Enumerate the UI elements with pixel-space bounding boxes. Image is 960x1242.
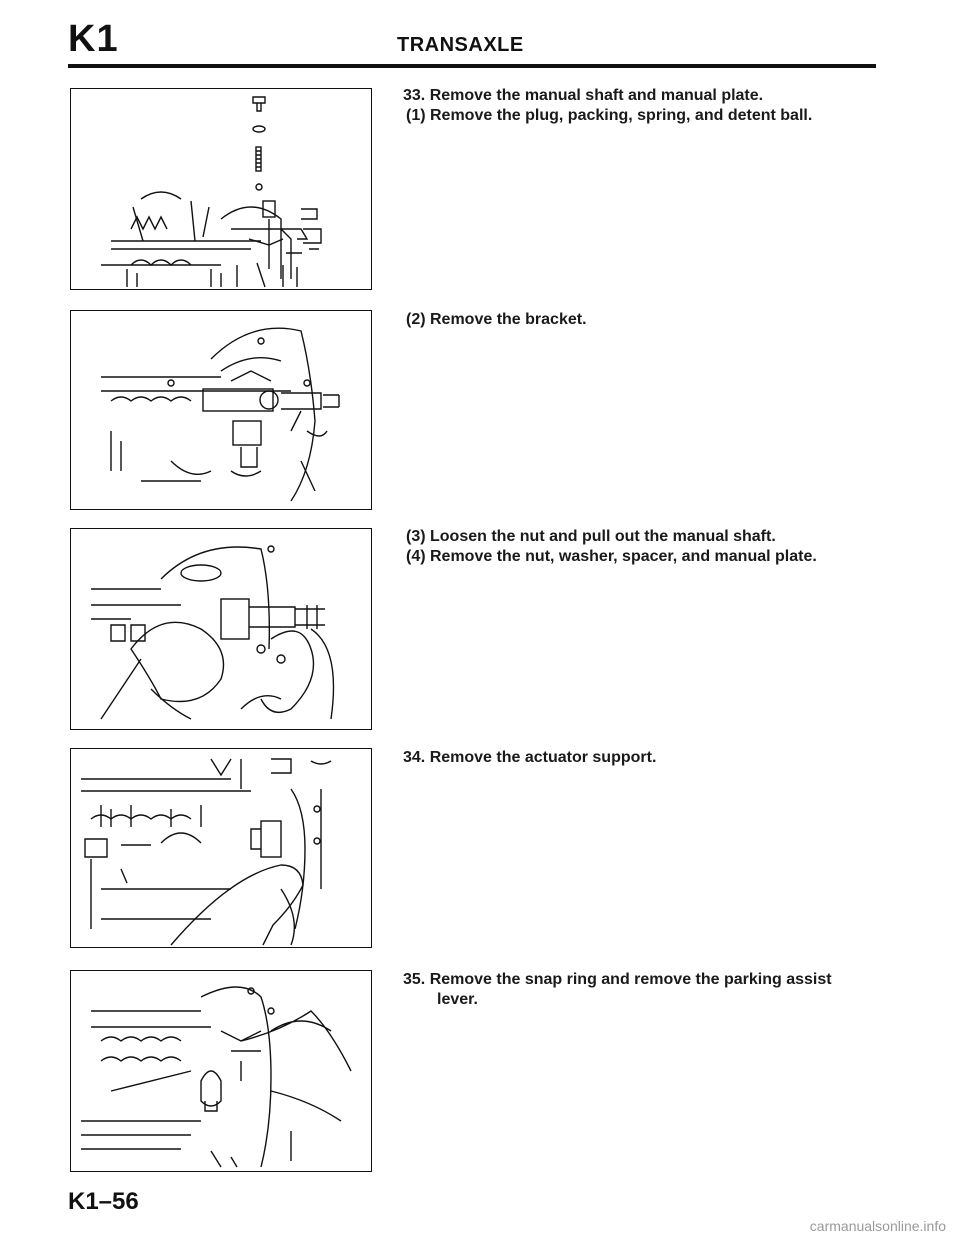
header-rule	[68, 64, 876, 68]
page-title: TRANSAXLE	[397, 34, 524, 56]
figure-remove-bracket	[70, 310, 372, 510]
step-34-line-1: 34. Remove the actuator support.	[403, 749, 657, 766]
step-35: 35. Remove the snap ring and remove the …	[403, 970, 832, 1010]
step-33-line-1: 33. Remove the manual shaft and manual p…	[403, 87, 764, 104]
step-35-line-1: 35. Remove the snap ring and remove the …	[403, 971, 832, 988]
step-33-2: (2) Remove the bracket.	[406, 310, 587, 330]
figure-actuator-support	[70, 748, 372, 948]
figure-plug-detent-ball	[70, 88, 372, 290]
step-33-line-2: (1) Remove the plug, packing, spring, an…	[406, 107, 813, 124]
page-number: K1–56	[68, 1188, 139, 1215]
figure-manual-shaft	[70, 528, 372, 730]
step-33: 33. Remove the manual shaft and manual p…	[403, 86, 812, 126]
figure-parking-assist-lever	[70, 970, 372, 1172]
step-35-line-2: lever.	[437, 991, 478, 1008]
watermark: carmanualsonline.info	[809, 1218, 946, 1234]
step-34: 34. Remove the actuator support.	[403, 748, 656, 768]
step-33-3-4: (3) Loosen the nut and pull out the manu…	[406, 527, 817, 567]
step-33-3-line: (3) Loosen the nut and pull out the manu…	[406, 528, 776, 545]
section-code: K1	[68, 18, 119, 60]
step-33-4-line: (4) Remove the nut, washer, spacer, and …	[406, 548, 817, 565]
step-33-2-line-1: (2) Remove the bracket.	[406, 311, 587, 328]
